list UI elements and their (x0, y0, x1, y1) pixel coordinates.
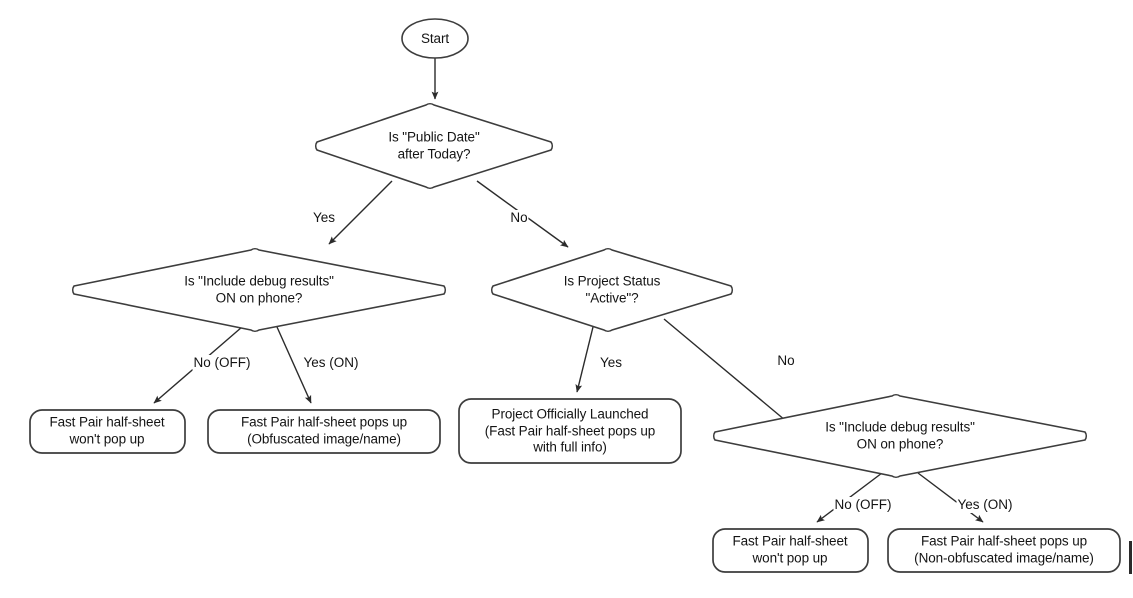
node-out-right-off-shape[interactable] (712, 528, 869, 573)
node-out-right-on-shape[interactable] (887, 528, 1121, 573)
edge-label-public-date-no: No (509, 210, 529, 226)
node-debug-left-shape[interactable] (71, 247, 447, 333)
edge-label-debug-right-yes-on: Yes (ON) (956, 497, 1014, 513)
node-out-left-off-shape[interactable] (29, 409, 186, 454)
node-start-shape[interactable] (401, 18, 469, 59)
edge-public-date-yes (328, 180, 393, 245)
node-public-date-shape[interactable] (314, 102, 554, 190)
edge-label-debug-right-no-off: No (OFF) (833, 497, 893, 513)
node-debug-right-shape[interactable] (712, 393, 1088, 479)
node-out-launched-shape[interactable] (458, 398, 682, 464)
edge-debug-right-yes-on (917, 472, 984, 523)
node-group (29, 18, 1121, 573)
edge-label-project-status-yes: Yes (598, 355, 624, 371)
edge-debug-left-yes-on (276, 326, 312, 404)
edge-label-project-status-no: No (776, 353, 796, 369)
edge-project-status-yes (575, 326, 594, 393)
node-project-status-shape[interactable] (490, 247, 734, 333)
page-edge-artifact (1129, 541, 1132, 574)
edge-group (153, 58, 984, 523)
node-out-left-on-shape[interactable] (207, 409, 441, 454)
edge-label-debug-left-no-off: No (OFF) (192, 355, 252, 371)
edge-label-debug-left-yes-on: Yes (ON) (302, 355, 360, 371)
edge-label-public-date-yes: Yes (311, 210, 337, 226)
